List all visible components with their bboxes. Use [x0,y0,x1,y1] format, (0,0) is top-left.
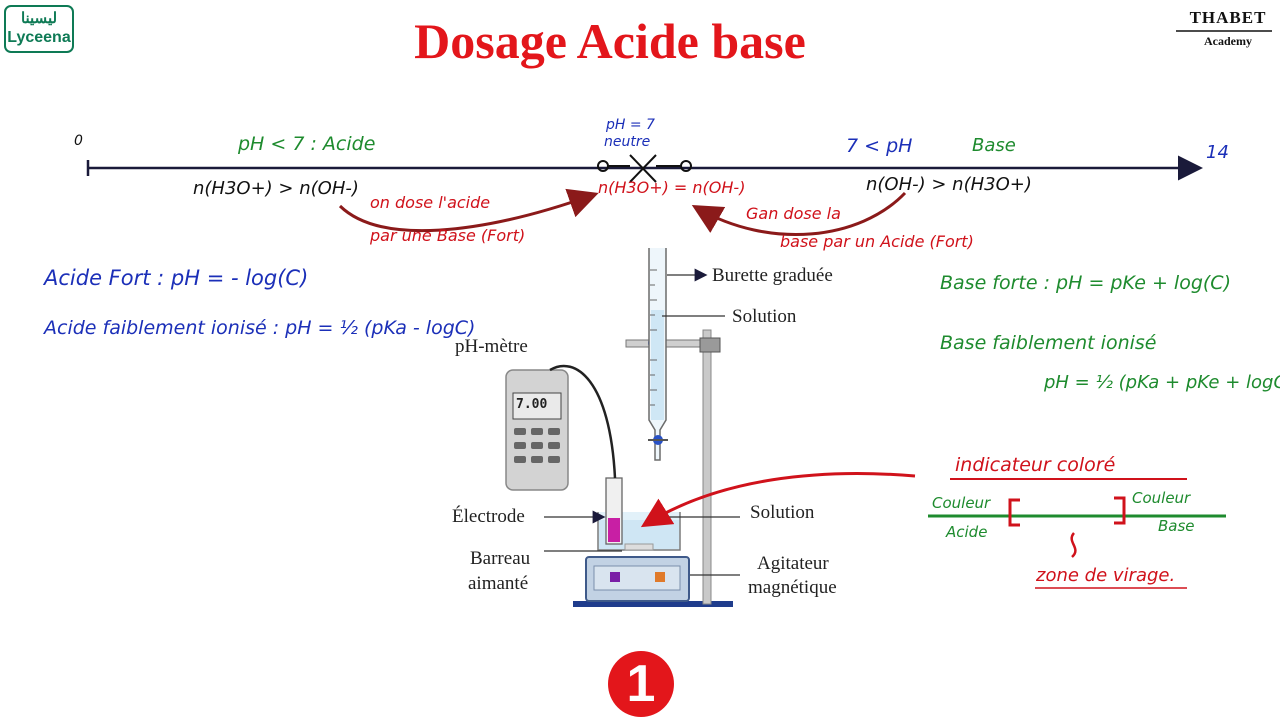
indicator-right-top: Couleur [1132,489,1191,507]
stand-base [573,601,733,607]
indicator-title: indicateur coloré [955,454,1116,476]
indicator-scale [928,478,1226,589]
neutral-condition: pH = 7 [606,117,655,133]
stir-bar-label-2: aimanté [468,573,529,594]
weak-base-label: Base faiblement ionisé [940,332,1157,354]
stirrer-button-2 [655,572,665,582]
brand-divider [1176,30,1272,32]
acid-titration-text-1: on dose l'acide [370,193,491,212]
scale-start-label: 0 [74,133,83,149]
virage-brace [1070,532,1077,558]
neutral-relation: n(H3O+) = n(OH-) [598,178,746,197]
ph-meter-cable [549,364,617,479]
base-titration-text-2: base par un Acide (Fort) [780,232,974,251]
burette-liquid [651,310,664,420]
clamp-knob [699,337,721,353]
stir-bar-label-1: Barreau [470,548,531,569]
acid-titration-text-2: par une Base (Fort) [370,226,526,245]
ph-meter-label: pH-mètre [455,336,528,357]
stirrer-label-2: magnétique [748,577,837,598]
solution-bottom-label: Solution [750,502,815,523]
base-relation: n(OH-) > n(H3O+) [866,174,1032,195]
virage-bracket-left [1008,498,1020,527]
virage-bracket-right [1114,496,1126,525]
scale-end-label: 14 [1206,142,1229,163]
logo-latin-text: Lyceena [7,29,71,46]
burette-label: Burette graduée [712,265,833,286]
solution-top-label: Solution [732,306,797,327]
neutral-marker [597,154,692,183]
weak-acid-formula: Acide faiblement ionisé : pH = ½ (pKa - … [44,317,476,339]
indicator-to-beaker-arrow [640,472,916,528]
strong-acid-formula: Acide Fort : pH = - log(C) [44,266,309,290]
stir-bar [624,543,654,551]
ph-meter-screen [512,392,562,420]
ph-meter-reading: 7.00 [516,397,548,412]
indicator-left-bottom: Acide [946,523,988,541]
electrode-label: Électrode [452,506,525,527]
base-titration-text-1: Gan dose la [746,204,841,223]
weak-base-formula: pH = ½ (pKa + pKe + logC) [1044,372,1280,393]
stirrer-button-1 [610,572,620,582]
acid-condition: pH < 7 : Acide [238,133,376,155]
indicator-left-top: Couleur [932,494,991,512]
base-titration-arrow [691,191,907,237]
lyceena-logo: ليسينا Lyceena [4,5,74,53]
page-number-badge: 1 [608,651,674,717]
base-condition: 7 < pH [846,135,913,157]
indicator-right-bottom: Base [1158,517,1195,535]
electrode-tip [608,518,620,542]
base-label: Base [972,135,1016,156]
acid-relation: n(H3O+) > n(OH-) [193,178,359,199]
brand-sub: Academy [1204,34,1252,48]
logo-arabic-text: ليسينا [20,10,58,27]
acid-titration-arrow [338,188,599,233]
stirrer-label-1: Agitateur [757,553,829,574]
stand-rod [702,329,712,605]
neutral-label: neutre [604,134,651,150]
titration-apparatus [505,248,740,607]
zone-virage-label: zone de virage. [1036,565,1176,586]
strong-base-formula: Base forte : pH = pKe + log(C) [940,272,1231,294]
brand-name: THABET [1189,8,1267,27]
page-title: Dosage Acide base [414,13,806,69]
